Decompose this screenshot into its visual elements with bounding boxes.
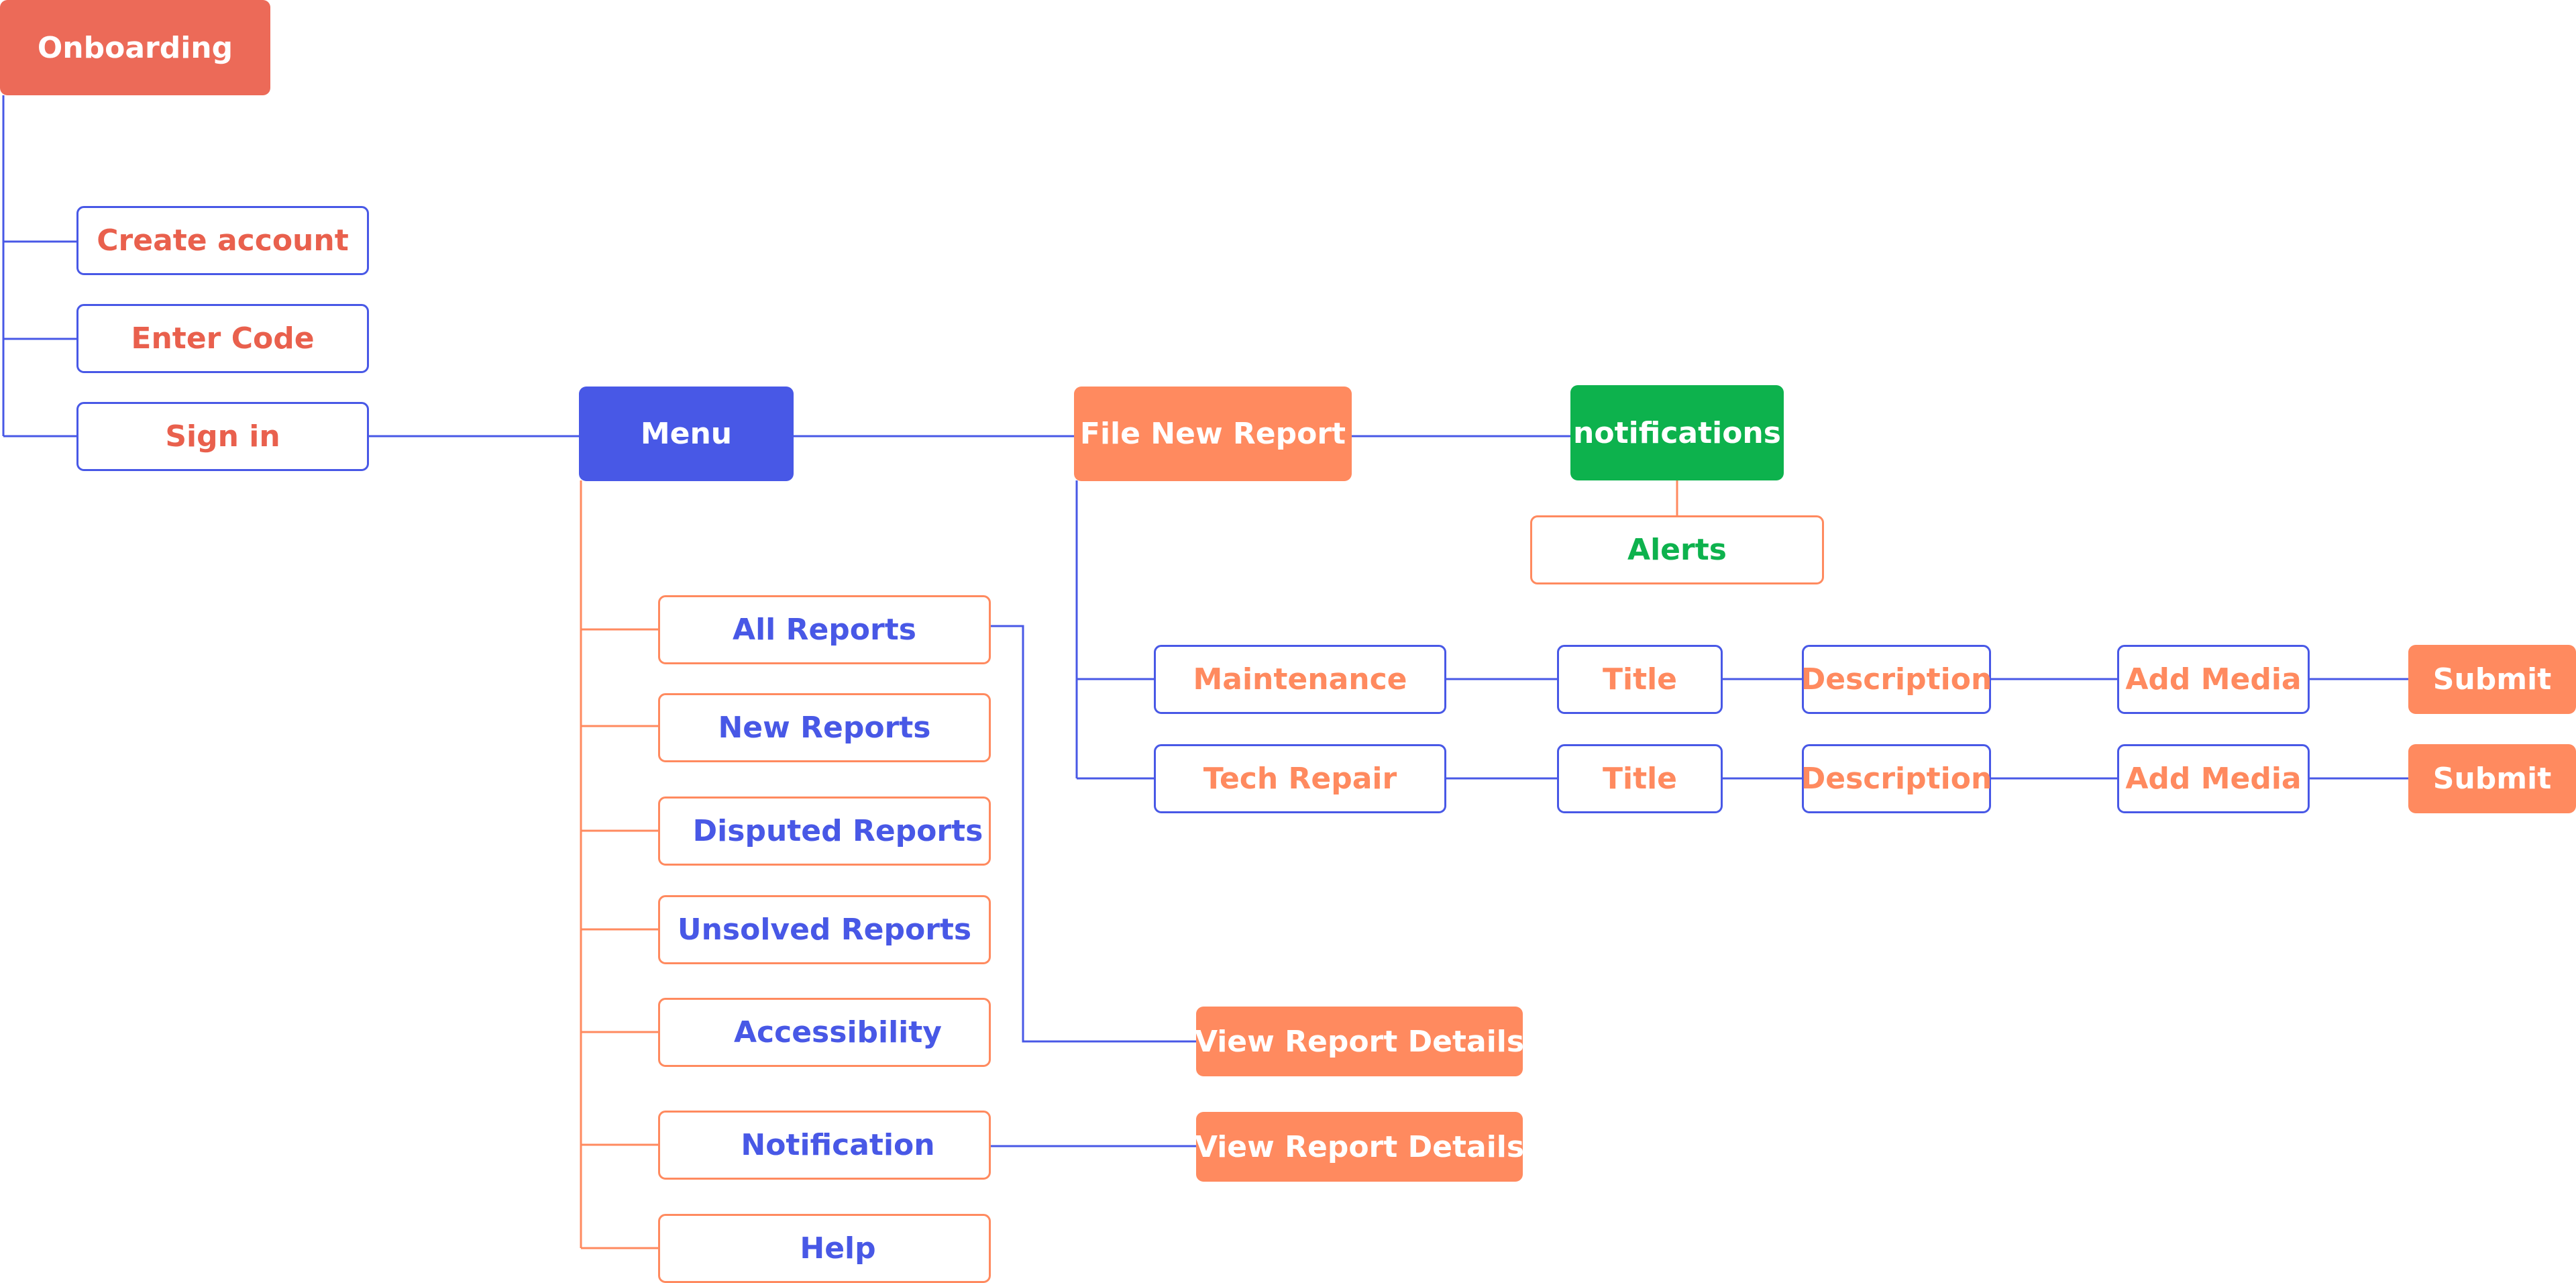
tech-repair-description-node[interactable]: Description	[1801, 744, 1992, 813]
tech-repair-submit-node[interactable]: Submit	[2408, 744, 2576, 813]
create-account-node[interactable]: Create account	[76, 206, 369, 275]
maintenance-submit-node[interactable]: Submit	[2408, 645, 2576, 714]
notifications-node[interactable]: notifications	[1570, 385, 1784, 480]
file-new-report-node[interactable]: File New Report	[1074, 387, 1352, 481]
onboarding-node[interactable]: Onboarding	[0, 0, 270, 95]
view-report-details-all-node[interactable]: View Report Details	[1195, 1007, 1524, 1076]
menu-node[interactable]: Menu	[579, 387, 794, 481]
tech-repair-add-media-node[interactable]: Add Media	[2117, 744, 2310, 813]
all-reports-node[interactable]: All Reports	[658, 595, 991, 664]
notification-node[interactable]: Notification	[658, 1111, 991, 1180]
maintenance-title-node[interactable]: Title	[1557, 645, 1723, 714]
connector-allreports-details	[991, 625, 1196, 1043]
sign-in-node[interactable]: Sign in	[76, 402, 369, 471]
tech-repair-node[interactable]: Tech Repair	[1154, 744, 1446, 813]
new-reports-node[interactable]: New Reports	[658, 693, 991, 762]
alerts-node[interactable]: Alerts	[1530, 515, 1824, 584]
view-report-details-notification-node[interactable]: View Report Details	[1195, 1112, 1524, 1182]
disputed-reports-node[interactable]: Disputed Reports	[658, 797, 991, 866]
help-node[interactable]: Help	[658, 1214, 991, 1283]
unsolved-reports-node[interactable]: Unsolved Reports	[658, 895, 991, 964]
enter-code-node[interactable]: Enter Code	[76, 304, 369, 373]
tech-repair-title-node[interactable]: Title	[1557, 744, 1723, 813]
maintenance-add-media-node[interactable]: Add Media	[2117, 645, 2310, 714]
maintenance-description-node[interactable]: Description	[1801, 645, 1992, 714]
maintenance-node[interactable]: Maintenance	[1154, 645, 1446, 714]
accessibility-node[interactable]: Accessibility	[658, 998, 991, 1067]
